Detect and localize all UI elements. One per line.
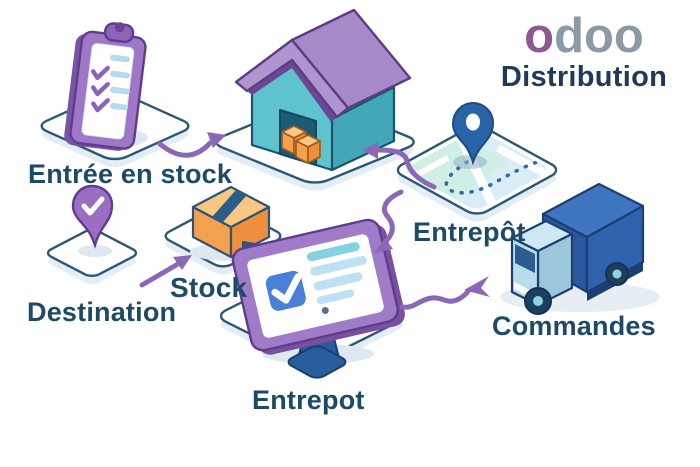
flow-arrows (139, 132, 490, 310)
label-stock: Stock (170, 272, 248, 303)
logo-subtitle: Distribution (500, 61, 668, 93)
label-warehouse-monitor: Entrepot (252, 385, 365, 415)
warehouse-building-icon (234, 8, 412, 172)
monitor-checklist-icon (231, 218, 405, 380)
label-orders: Commandes (492, 311, 656, 341)
arrow-map-to-warehouse (375, 147, 437, 190)
arrow-map-to-monitor (381, 189, 404, 246)
odoo-logo: odoo Distribution (486, 12, 682, 92)
clipboard-checklist-icon (64, 22, 148, 151)
odoo-wordmark-doo: doo (554, 9, 644, 63)
label-destination: Destination (27, 297, 177, 327)
label-warehouse-map: Entrepôt (413, 217, 526, 247)
map-pin-icon (451, 101, 495, 166)
label-inbound: Entrée en stock (28, 159, 233, 189)
arrow-destination-to-stock (139, 261, 181, 288)
arrow-inbound-to-warehouse (157, 140, 213, 158)
odoo-wordmark-o: o (524, 9, 555, 63)
warehouse-boxes-icon (281, 125, 321, 164)
delivery-truck-icon (510, 182, 645, 315)
destination-pin-icon (71, 184, 114, 257)
odoo-wordmark: odoo (486, 12, 682, 61)
arrow-truck-to-monitor (399, 287, 472, 310)
